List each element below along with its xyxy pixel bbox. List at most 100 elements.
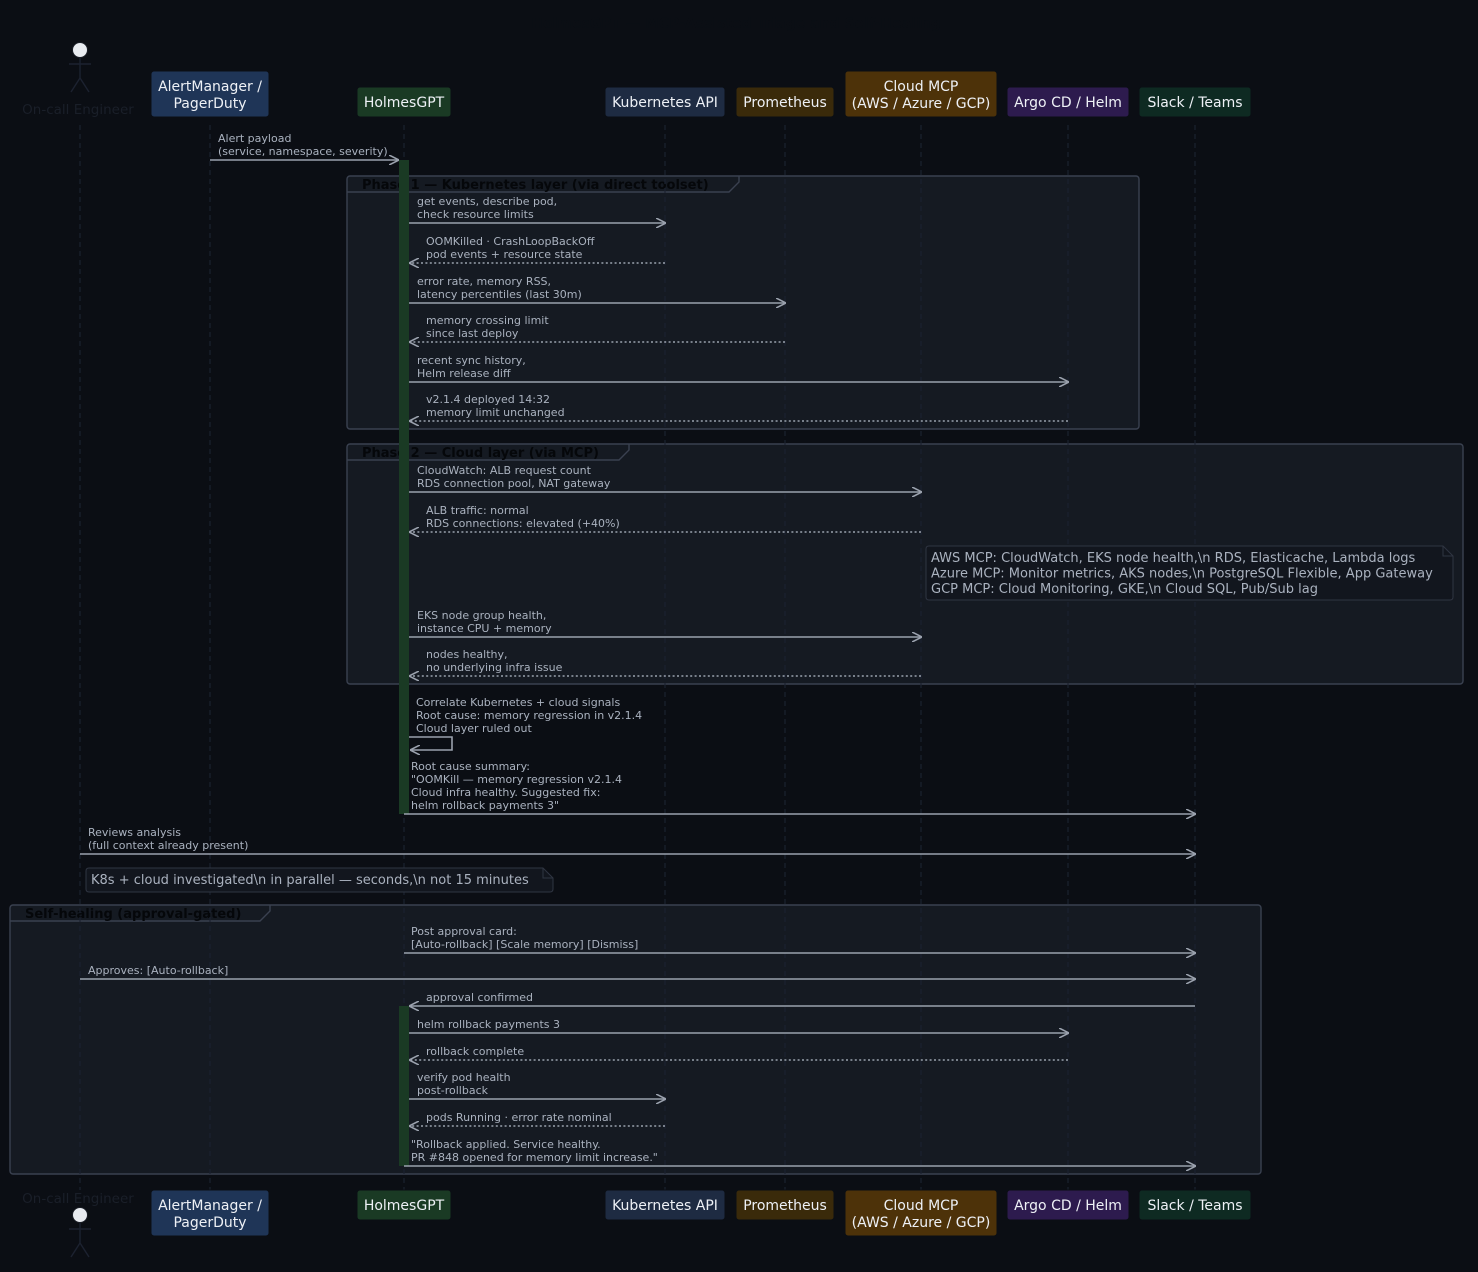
message-label: memory limit unchanged (426, 406, 565, 419)
note-text: Azure MCP: Monitor metrics, AKS nodes,\n… (931, 567, 1433, 582)
message-label: Root cause summary: (411, 760, 530, 773)
frame-label: Phase 1 — Kubernetes layer (via direct t… (362, 178, 709, 193)
message-label: approval confirmed (426, 991, 533, 1004)
message-label: since last deploy (426, 327, 519, 340)
message-label: latency percentiles (last 30m) (417, 288, 582, 301)
participant-label: Cloud MCP (884, 1198, 959, 1214)
messages-layer: Alert payload(service, namespace, severi… (80, 132, 1195, 1166)
frame-tab (347, 176, 740, 193)
participant-label: (AWS / Azure / GCP) (852, 1215, 991, 1231)
message-m17: approval confirmed (410, 991, 1195, 1006)
participant-k8sapi-top: Kubernetes API (604, 86, 726, 118)
message-m11: nodes healthy,no underlying infra issue (410, 648, 921, 676)
participant-box (844, 70, 998, 118)
actor-head-icon (72, 42, 88, 58)
frame-tab (347, 444, 630, 461)
participant-label: On-call Engineer (22, 102, 134, 118)
message-m15: Post approval card:[Auto-rollback] [Scal… (404, 925, 1195, 953)
participant-box (1138, 86, 1252, 118)
message-label: [Auto-rollback] [Scale memory] [Dismiss] (411, 938, 638, 951)
message-m13: Root cause summary:"OOMKill — memory reg… (404, 760, 1195, 814)
message-label: v2.1.4 deployed 14:32 (426, 393, 550, 406)
message-label: RDS connection pool, NAT gateway (417, 477, 611, 490)
participant-alertmanager-top: AlertManager /PagerDuty (150, 70, 270, 118)
message-m12: Correlate Kubernetes + cloud signalsRoot… (409, 696, 642, 750)
participant-cloudmcp-bottom: Cloud MCP(AWS / Azure / GCP) (844, 1189, 998, 1237)
message-label: (full context already present) (88, 839, 248, 852)
message-m14: Reviews analysis(full context already pr… (80, 826, 1195, 854)
activations-layer (399, 160, 409, 1166)
participant-holmesgpt-top: HolmesGPT (356, 86, 452, 118)
participant-prometheus-bottom: Prometheus (735, 1189, 835, 1221)
note-box (925, 545, 1454, 601)
participant-label: Kubernetes API (612, 95, 718, 111)
participant-box (1006, 1189, 1130, 1221)
note-text: AWS MCP: CloudWatch, EKS node health,\n … (931, 551, 1416, 566)
actor-head-icon (72, 1207, 88, 1223)
note-text: K8s + cloud investigated\n in parallel —… (91, 873, 529, 888)
participant-box (356, 86, 452, 118)
note-speed-note: K8s + cloud investigated\n in parallel —… (85, 867, 554, 893)
message-m10: EKS node group health,instance CPU + mem… (409, 609, 921, 637)
participant-prometheus-top: Prometheus (735, 86, 835, 118)
message-label: pods Running · error rate nominal (426, 1111, 612, 1124)
participant-box (1138, 1189, 1252, 1221)
message-label: Cloud layer ruled out (416, 722, 533, 735)
message-m18: helm rollback payments 3 (409, 1018, 1068, 1033)
message-label: EKS node group health, (417, 609, 546, 622)
frame-box (9, 904, 1262, 1175)
message-label: error rate, memory RSS, (417, 275, 551, 288)
actor-body-icon (69, 1223, 91, 1258)
participant-label: Argo CD / Helm (1014, 95, 1122, 111)
participant-slack-bottom: Slack / Teams (1138, 1189, 1252, 1221)
message-m21: pods Running · error rate nominal (410, 1111, 665, 1126)
message-label: check resource limits (417, 208, 534, 221)
message-label: memory crossing limit (426, 314, 549, 327)
message-label: Approves: [Auto-rollback] (88, 964, 228, 977)
message-label: (service, namespace, severity) (218, 145, 388, 158)
message-label: Cloud infra healthy. Suggested fix: (411, 786, 600, 799)
message-m6: recent sync history,Helm release diff (409, 354, 1068, 382)
participant-argocd-bottom: Argo CD / Helm (1006, 1189, 1130, 1221)
participant-label: Slack / Teams (1147, 95, 1242, 111)
participant-box (604, 1189, 726, 1221)
message-label: ALB traffic: normal (426, 504, 529, 517)
participant-holmesgpt-bottom: HolmesGPT (356, 1189, 452, 1221)
participant-label: On-call Engineer (22, 1191, 134, 1207)
participant-engineer-bottom: On-call Engineer (22, 1191, 134, 1258)
participant-label: AlertManager / (158, 1198, 262, 1214)
message-label: Helm release diff (417, 367, 511, 380)
participant-label: HolmesGPT (364, 1198, 445, 1214)
participant-box (604, 86, 726, 118)
message-label: OOMKilled · CrashLoopBackOff (426, 235, 595, 248)
frame-box (346, 443, 1464, 685)
participant-argocd-top: Argo CD / Helm (1006, 86, 1130, 118)
message-m22: "Rollback applied. Service healthy.PR #8… (404, 1138, 1195, 1166)
self-message-arrow (409, 736, 453, 750)
message-label: recent sync history, (417, 354, 526, 367)
message-label: Alert payload (218, 132, 291, 145)
participant-label: PagerDuty (173, 96, 246, 112)
message-label: "OOMKill — memory regression v2.1.4 (411, 773, 622, 786)
activation-bar-holmesgpt (399, 1006, 409, 1166)
frames-layer: Phase 1 — Kubernetes layer (via direct t… (9, 175, 1464, 1175)
participant-label: Cloud MCP (884, 79, 959, 95)
participant-box (356, 1189, 452, 1221)
participant-label: Prometheus (743, 1198, 827, 1214)
message-label: no underlying infra issue (426, 661, 563, 674)
participant-label: (AWS / Azure / GCP) (852, 96, 991, 112)
message-m16: Approves: [Auto-rollback] (80, 964, 1195, 979)
message-m19: rollback complete (410, 1045, 1068, 1060)
participant-label: Argo CD / Helm (1014, 1198, 1122, 1214)
message-label: Post approval card: (411, 925, 517, 938)
message-label: verify pod health (417, 1071, 511, 1084)
participant-engineer-top: On-call Engineer (22, 42, 134, 118)
participant-k8sapi-bottom: Kubernetes API (604, 1189, 726, 1221)
participant-slack-top: Slack / Teams (1138, 86, 1252, 118)
participant-box (735, 86, 835, 118)
